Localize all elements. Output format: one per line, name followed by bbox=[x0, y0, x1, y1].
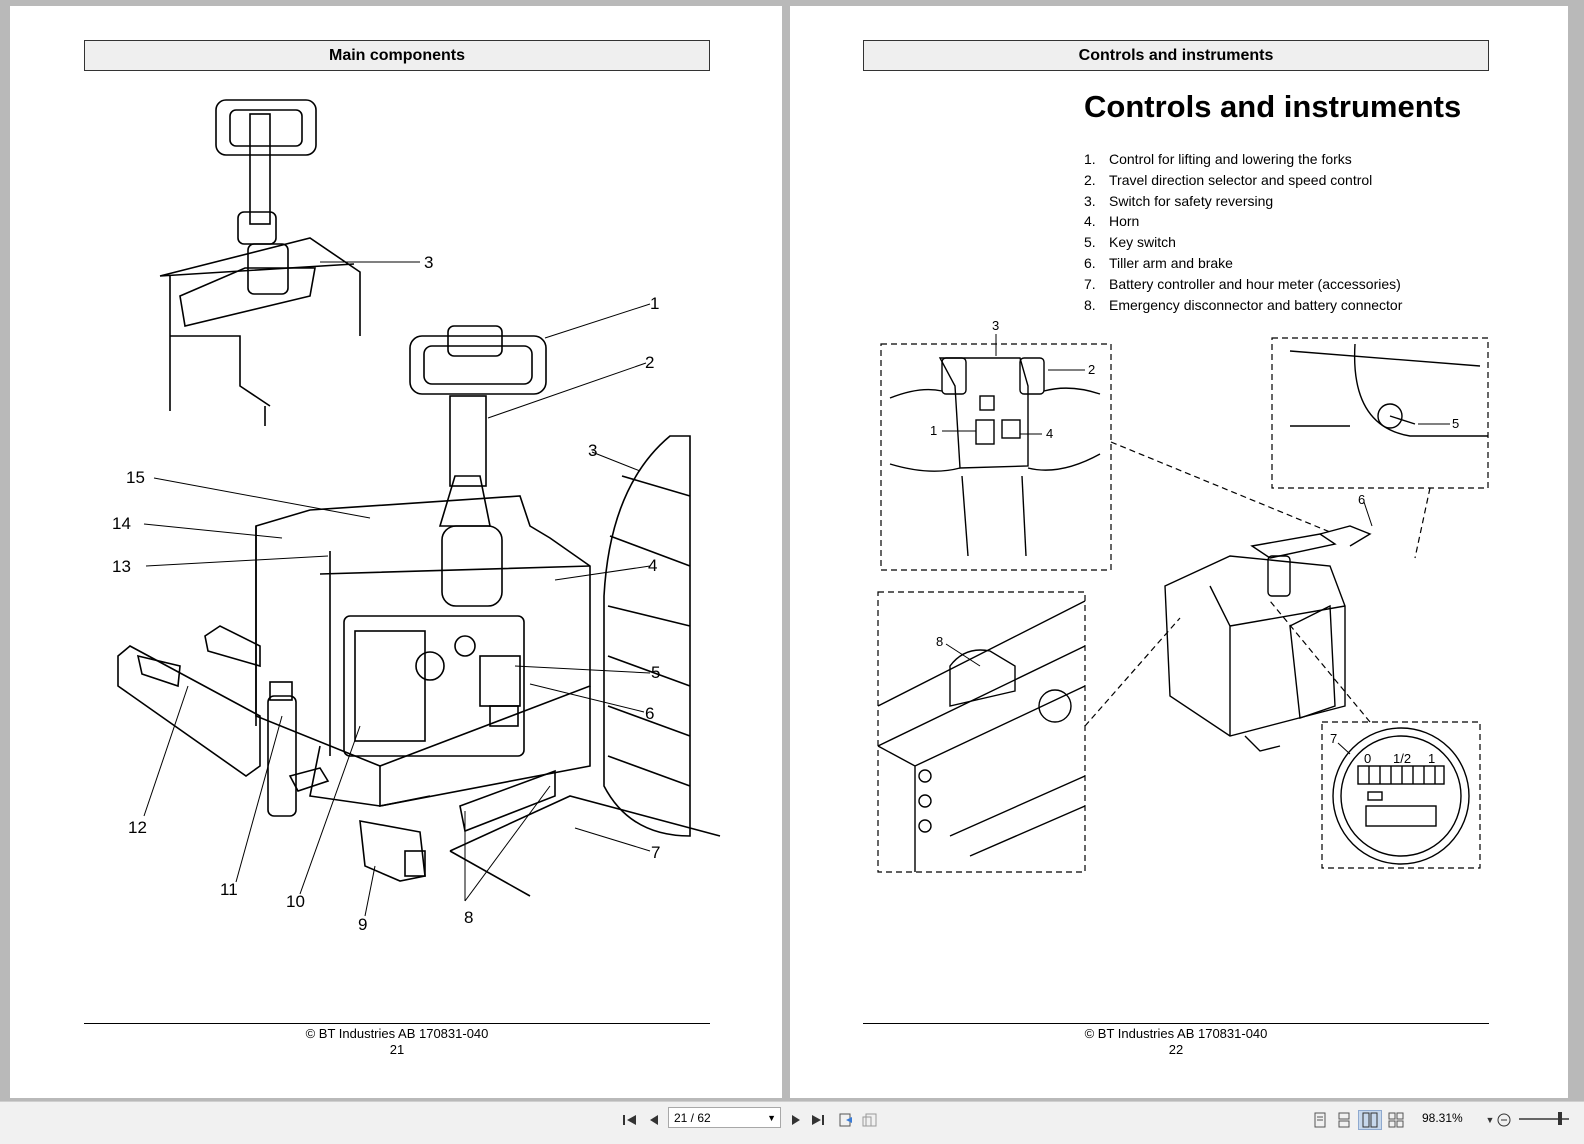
page-footer: © BT Industries AB 170831-040 22 bbox=[863, 1026, 1489, 1058]
page-footer: © BT Industries AB 170831-040 21 bbox=[84, 1026, 710, 1058]
page-number-input[interactable]: 21 / 62 ▼ bbox=[668, 1107, 781, 1128]
callout-2: 2 bbox=[645, 353, 654, 372]
zoom-slider-track[interactable] bbox=[1519, 1118, 1569, 1120]
callout-12: 12 bbox=[128, 818, 147, 837]
callout-13: 13 bbox=[112, 557, 131, 576]
section-header: Controls and instruments bbox=[863, 40, 1489, 71]
footer-copyright: © BT Industries AB 170831-040 bbox=[305, 1026, 489, 1041]
first-page-icon[interactable] bbox=[620, 1110, 640, 1130]
callout-7: 7 bbox=[651, 843, 660, 862]
pdf-page-left: Main components bbox=[10, 6, 782, 1098]
callout-8: 8 bbox=[464, 908, 473, 927]
callout-10: 10 bbox=[286, 892, 305, 911]
list-item: 1.Control for lifting and lowering the f… bbox=[1084, 151, 1352, 167]
zoom-out-icon[interactable] bbox=[1494, 1110, 1514, 1130]
footer-divider bbox=[84, 1023, 710, 1024]
callout-15: 15 bbox=[126, 468, 145, 487]
single-page-icon[interactable] bbox=[1310, 1110, 1330, 1130]
page-indicator-text: 21 / 62 bbox=[674, 1111, 711, 1125]
callout-11: 11 bbox=[220, 880, 238, 899]
gauge-label-empty: 0 bbox=[1364, 751, 1371, 766]
next-page-icon[interactable] bbox=[786, 1110, 806, 1130]
page-number: 21 bbox=[389, 1042, 405, 1057]
list-item: 6.Tiller arm and brake bbox=[1084, 254, 1233, 271]
list-item: 5.Key switch bbox=[1084, 234, 1176, 251]
facing-icon[interactable] bbox=[1358, 1110, 1382, 1130]
pdf-page-right: Controls and instruments Controls and in… bbox=[790, 6, 1568, 1098]
controls-illustration: 0 1/2 1 3 2 1 4 5 6 7 8 bbox=[877, 318, 1489, 873]
callout-9: 9 bbox=[358, 915, 367, 934]
callout-5: 5 bbox=[651, 663, 660, 682]
gauge-label-full: 1 bbox=[1428, 751, 1435, 766]
callout-8: 8 bbox=[936, 634, 943, 649]
callout-1: 1 bbox=[650, 294, 659, 313]
callout-14: 14 bbox=[112, 514, 131, 533]
callout-1: 1 bbox=[930, 423, 937, 438]
callout-5: 5 bbox=[1452, 416, 1459, 431]
main-components-illustration: 3 1 2 3 4 5 6 7 8 9 10 11 12 13 14 15 bbox=[112, 99, 721, 934]
next-view-icon[interactable] bbox=[860, 1110, 880, 1130]
list-item: 3.Switch for safety reversing bbox=[1084, 192, 1274, 209]
callout-2: 2 bbox=[1088, 362, 1095, 377]
zoom-slider-thumb[interactable] bbox=[1558, 1112, 1562, 1125]
gauge-label-half: 1/2 bbox=[1393, 751, 1411, 766]
list-item: 2.Travel direction selector and speed co… bbox=[1084, 171, 1373, 188]
chevron-down-icon[interactable]: ▼ bbox=[767, 1113, 776, 1123]
prev-page-icon[interactable] bbox=[644, 1110, 664, 1130]
zoom-level[interactable]: 98.31% bbox=[1422, 1111, 1463, 1125]
section-header: Main components bbox=[84, 40, 710, 71]
list-item: 8.Emergency disconnector and battery con… bbox=[1084, 296, 1403, 313]
list-item: 7.Battery controller and hour meter (acc… bbox=[1084, 275, 1401, 292]
previous-view-icon[interactable] bbox=[836, 1110, 856, 1130]
callout-3b: 3 bbox=[588, 441, 597, 460]
continuous-icon[interactable] bbox=[1334, 1110, 1354, 1130]
list-item: 4.Horn bbox=[1084, 213, 1140, 230]
continuous-facing-icon[interactable] bbox=[1386, 1110, 1406, 1130]
callout-7: 7 bbox=[1330, 731, 1337, 746]
viewer-toolbar: 21 / 62 ▼ 98.31% ▼ bbox=[0, 1101, 1584, 1144]
callout-3a: 3 bbox=[424, 253, 433, 272]
page-title: Controls and instruments bbox=[1084, 89, 1462, 124]
footer-divider bbox=[863, 1023, 1489, 1024]
controls-list: 1.Control for lifting and lowering the f… bbox=[1084, 149, 1402, 315]
page-number: 22 bbox=[1168, 1042, 1184, 1057]
callout-4: 4 bbox=[648, 556, 657, 575]
footer-copyright: © BT Industries AB 170831-040 bbox=[1084, 1026, 1268, 1041]
callout-3: 3 bbox=[992, 318, 999, 333]
callout-4: 4 bbox=[1046, 426, 1053, 441]
callout-6: 6 bbox=[645, 704, 654, 723]
zoom-dropdown-icon[interactable]: ▼ bbox=[1485, 1115, 1495, 1125]
callout-6: 6 bbox=[1358, 492, 1365, 507]
last-page-icon[interactable] bbox=[808, 1110, 828, 1130]
